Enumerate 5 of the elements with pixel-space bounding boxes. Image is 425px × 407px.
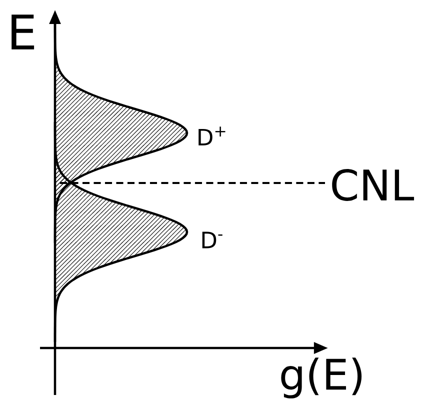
axis-label: E [12,14,34,50]
level-label: CNL [332,169,414,201]
axis-label: g(E) [281,358,362,398]
state-label: D$^{+}$ [198,126,226,146]
state-label: D$^{-}$ [202,232,222,248]
